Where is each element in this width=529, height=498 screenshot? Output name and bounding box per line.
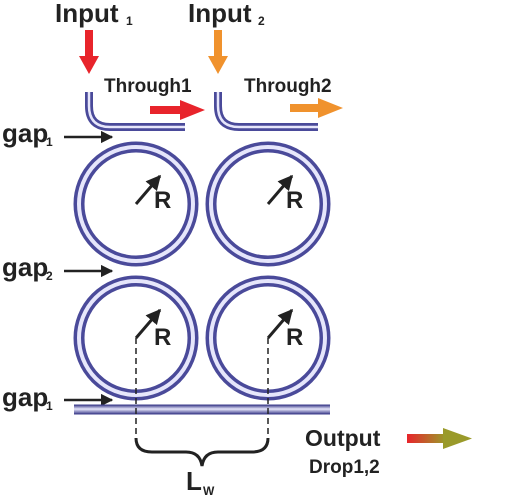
gap-top-subscript: 1 (46, 135, 53, 149)
ring-bottom-left (73, 275, 199, 401)
input2-text: Input (188, 0, 252, 28)
through2-arrow (290, 98, 343, 118)
input1-subscript: 1 (126, 14, 133, 28)
gap-bottom-text: gap (2, 382, 48, 412)
radius-bottom-right: R (266, 308, 303, 351)
radius-top-left: R (134, 174, 171, 214)
input2-label: Input 2 (188, 0, 265, 28)
output-label: Output (305, 425, 381, 451)
radius-label: R (286, 187, 303, 214)
radius-arrow (134, 174, 162, 205)
through1-label: Through1 (104, 76, 192, 97)
ring-top-left (73, 141, 199, 267)
lw-brace (134, 437, 270, 467)
lw-subscript: W (203, 484, 215, 498)
input1-text: Input (55, 0, 119, 28)
through1-arrow (150, 100, 205, 120)
radius-label: R (154, 324, 171, 351)
radius-bottom-left: R (134, 308, 171, 351)
input2-subscript: 2 (258, 14, 265, 28)
gap-mid-text: gap (2, 252, 48, 282)
radius-label: R (286, 324, 303, 351)
drop-label: Drop1,2 (309, 457, 380, 478)
gap-top-text: gap (2, 118, 48, 148)
gap-bottom-subscript: 1 (46, 399, 53, 413)
lw-label: L W (186, 466, 215, 498)
lw-text: L (186, 466, 202, 496)
gap-bottom-label: gap 1 (2, 382, 114, 413)
radius-arrow (266, 308, 294, 339)
gap-mid-subscript: 2 (46, 269, 53, 283)
radius-arrow (266, 174, 294, 205)
radius-top-right: R (266, 174, 303, 214)
ring-bottom-right (205, 275, 331, 401)
input1-arrow (79, 30, 99, 74)
radius-label: R (154, 187, 171, 214)
through2-label: Through2 (244, 76, 332, 97)
radius-arrow (134, 308, 162, 339)
input2-arrow (208, 30, 228, 74)
drop-bus-waveguide (74, 404, 330, 415)
gap-mid-label: gap 2 (2, 252, 114, 283)
output-arrow (407, 428, 472, 449)
gap-top-label: gap 1 (2, 118, 114, 149)
input1-label: Input 1 (55, 0, 133, 28)
ring-top-right (205, 141, 331, 267)
